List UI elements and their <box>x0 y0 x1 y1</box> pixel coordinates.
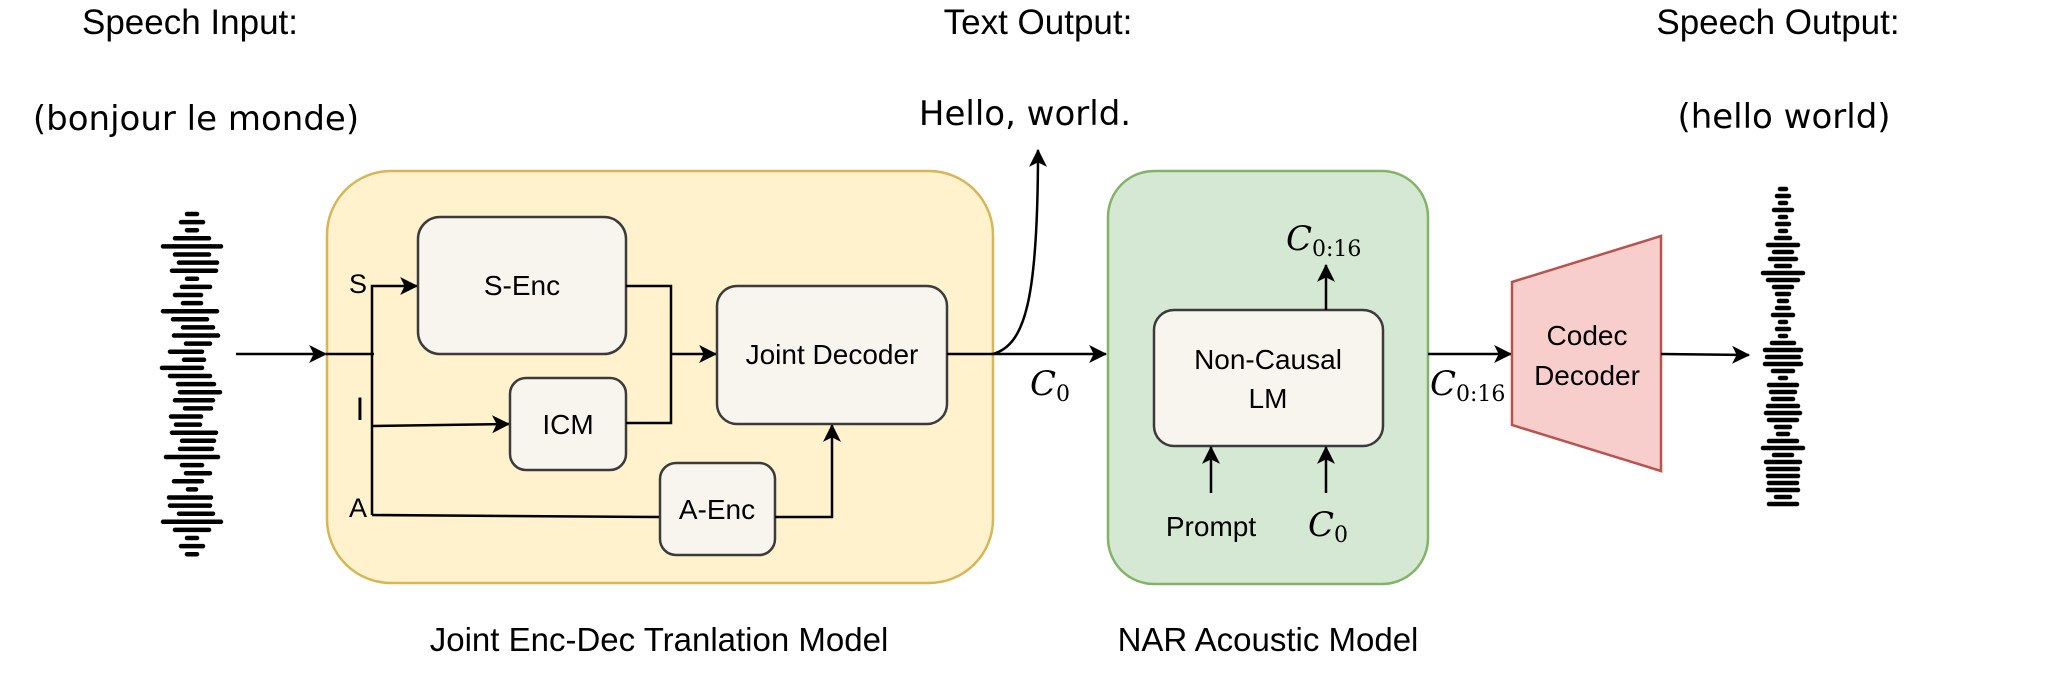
text-output-text: Hello, world. <box>919 94 1131 134</box>
branch-label-a: A <box>349 493 367 523</box>
text-output-arrow <box>992 148 1047 356</box>
a-enc-block <box>658 461 777 557</box>
non-causal-lm-label-line1: Non-Causal <box>1194 344 1342 375</box>
codec-decoder-block <box>1510 234 1663 473</box>
icm-label: ICM <box>542 409 593 440</box>
acoustic-model-caption: NAR Acoustic Model <box>1118 621 1419 658</box>
speech-waveform-icon <box>1760 186 1806 507</box>
codec-decoder-label-line2: Decoder <box>1534 360 1640 391</box>
lm-output-symbol: C0:16 <box>1286 219 1361 262</box>
branch-label-s: S <box>349 269 367 299</box>
speech-output-title: Speech Output: <box>1656 3 1899 42</box>
speech-input-text: (bonjour le monde) <box>33 99 359 139</box>
output-arrow <box>1660 345 1751 364</box>
s-enc-label: S-Enc <box>484 270 560 301</box>
codec-decoder-label-line1: Codec <box>1547 320 1628 351</box>
branch-label-i: I <box>356 391 365 427</box>
branch-a-line <box>371 513 661 519</box>
speech-waveform-icon <box>159 211 224 557</box>
c0-input-symbol: C0 <box>1308 505 1348 548</box>
non-causal-lm-block <box>1152 308 1385 448</box>
a-enc-to-decoder-arrow <box>775 423 841 519</box>
branch-i-line <box>371 415 511 434</box>
prompt-label: Prompt <box>1166 511 1256 542</box>
joint-decoder-label: Joint Decoder <box>746 339 919 370</box>
text-output-title: Text Output: <box>944 3 1133 42</box>
speech-output-text: (hello world) <box>1677 97 1890 137</box>
speech-input-title: Speech Input: <box>82 3 298 42</box>
branch-s-line <box>370 277 419 515</box>
c016-label: C0:16 <box>1430 364 1505 407</box>
non-causal-lm-label-line2: LM <box>1249 383 1288 414</box>
a-enc-label: A-Enc <box>679 494 755 525</box>
translation-model-caption: Joint Enc-Dec Tranlation Model <box>430 621 889 658</box>
c0-label: C0 <box>1030 364 1070 407</box>
